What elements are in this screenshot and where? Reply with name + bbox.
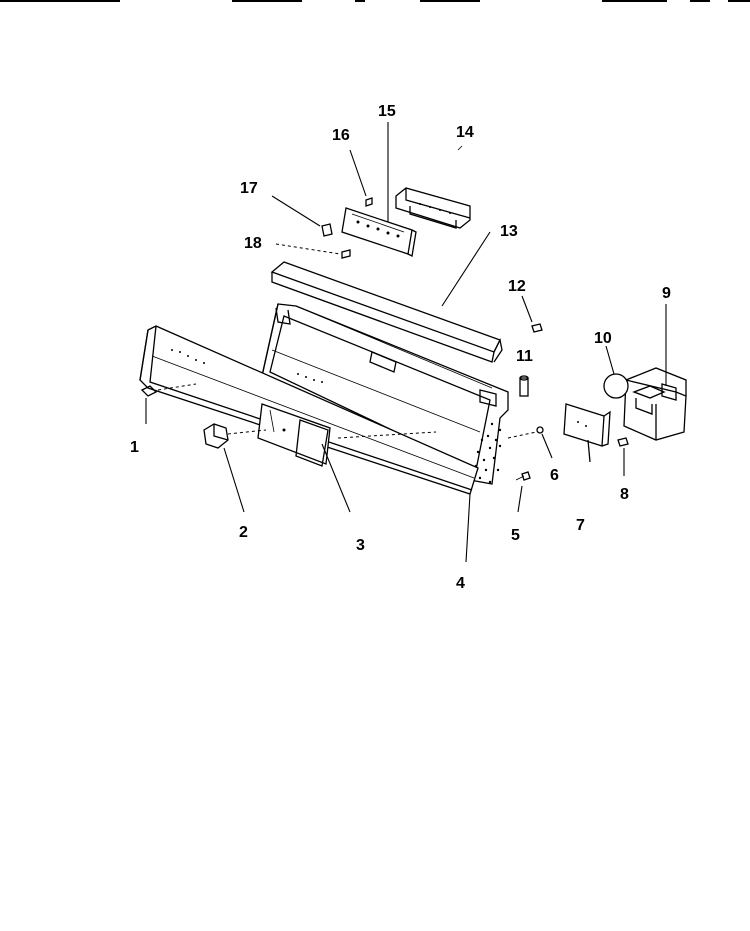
label-10: 10: [594, 330, 612, 347]
label-14: 14: [456, 124, 474, 141]
label-3: 3: [356, 537, 365, 554]
part-7-bracket: [563, 403, 611, 463]
label-4: 4: [456, 575, 465, 592]
label-18: 18: [244, 235, 262, 252]
label-11: 11: [516, 348, 533, 365]
label-9: 9: [662, 285, 671, 302]
part-4-leader: [465, 493, 471, 563]
part-1-screw: [140, 383, 197, 424]
part-10-lamp: [603, 345, 629, 399]
label-16: 16: [332, 127, 350, 144]
label-15: 15: [378, 103, 396, 120]
label-2: 2: [239, 524, 248, 541]
assembly-dash-line: [337, 431, 437, 439]
part-13-top-trim: [270, 261, 503, 363]
label-17: 17: [240, 180, 258, 197]
part-18-screw: [275, 243, 351, 259]
label-5: 5: [511, 527, 520, 544]
part-3-leader: [321, 443, 351, 513]
part-11-cylinder: [519, 375, 529, 397]
console-slots: [297, 373, 323, 383]
part-14-connector: [395, 145, 471, 229]
front-panel: [139, 325, 479, 495]
label-12: 12: [508, 278, 526, 295]
label-6: 6: [550, 467, 559, 484]
part-5-screw: [515, 471, 531, 513]
part-12-screw: [521, 295, 543, 333]
part-17-clip: [271, 195, 333, 237]
part-8-screw: [617, 437, 629, 476]
part-labels: 1 2 3 4 5 6 7 8 9 10 11 12 13 14 15 16 1…: [130, 103, 671, 592]
top-edge-marks: [0, 0, 750, 2]
part-6-nut: [507, 426, 553, 459]
label-13: 13: [500, 223, 518, 240]
part-9-housing: [623, 304, 687, 441]
label-8: 8: [620, 486, 629, 503]
label-7: 7: [576, 517, 585, 534]
part-16-screw: [349, 149, 373, 207]
label-1: 1: [130, 439, 139, 456]
part-15-switch-plate: [341, 122, 417, 257]
part-2-knob: [203, 423, 267, 513]
part-4-console-body: [261, 303, 509, 485]
part-13-leader: [441, 231, 491, 307]
